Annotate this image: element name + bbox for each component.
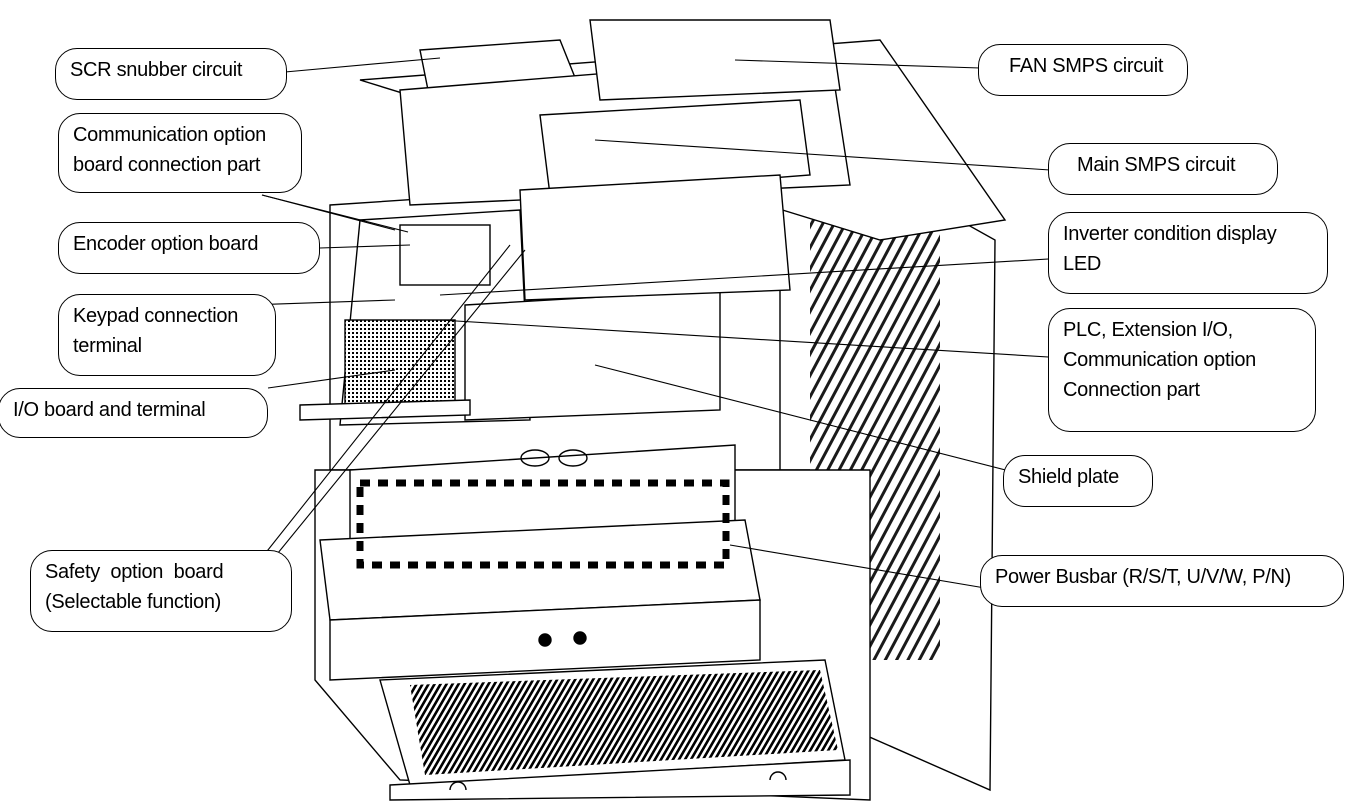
callout-comm-option-board-line-1: Communication option bbox=[73, 124, 266, 146]
callout-shield-plate: Shield plate bbox=[1003, 455, 1153, 507]
busbar-highlight bbox=[356, 479, 730, 569]
callout-plc-extension: PLC, Extension I/O, Communication option… bbox=[1048, 308, 1316, 432]
mid-plate bbox=[519, 174, 791, 301]
callout-main-smps-line-1: Main SMPS circuit bbox=[1077, 154, 1236, 176]
callout-plc-extension-line-3: Connection part bbox=[1063, 379, 1200, 401]
callout-io-board-line-1: I/O board and terminal bbox=[13, 399, 206, 421]
bottom-vent-grille bbox=[410, 670, 838, 775]
callout-scr-snubber-line-1: SCR snubber circuit bbox=[70, 59, 243, 81]
callout-inverter-led-line-2: LED bbox=[1063, 253, 1102, 275]
callout-shield-plate-line-1: Shield plate bbox=[1018, 466, 1119, 488]
mounting-foot bbox=[389, 759, 851, 801]
callout-fan-smps: FAN SMPS circuit bbox=[978, 44, 1188, 96]
callout-scr-snubber: SCR snubber circuit bbox=[55, 48, 287, 100]
callout-safety-option-line-1: Safety option board bbox=[45, 561, 224, 583]
callout-encoder-option: Encoder option board bbox=[58, 222, 320, 274]
callout-comm-option-board-line-2: board connection part bbox=[73, 154, 261, 176]
callout-safety-option-line-2: (Selectable function) bbox=[45, 591, 222, 613]
callout-encoder-option-line-1: Encoder option board bbox=[73, 233, 259, 255]
callout-inverter-led: Inverter condition display LED bbox=[1048, 212, 1328, 294]
fan-smps-board bbox=[589, 19, 841, 101]
bracket-rail bbox=[299, 399, 471, 421]
inverter-chassis bbox=[299, 19, 1007, 801]
callout-fan-smps-line-1: FAN SMPS circuit bbox=[1009, 55, 1164, 77]
callout-power-busbar: Power Busbar (R/S/T, U/V/W, P/N) bbox=[980, 555, 1344, 607]
io-terminal-block bbox=[344, 319, 456, 411]
callout-io-board: I/O board and terminal bbox=[0, 388, 268, 438]
callout-power-busbar-line-1: Power Busbar (R/S/T, U/V/W, P/N) bbox=[995, 566, 1292, 588]
callout-keypad-terminal-line-2: terminal bbox=[73, 335, 142, 357]
callout-plc-extension-line-1: PLC, Extension I/O, bbox=[1063, 319, 1233, 341]
callout-main-smps: Main SMPS circuit bbox=[1048, 143, 1278, 195]
callout-keypad-terminal: Keypad connection terminal bbox=[58, 294, 276, 376]
callout-comm-option-board: Communication option board connection pa… bbox=[58, 113, 302, 193]
callout-safety-option: Safety option board (Selectable function… bbox=[30, 550, 292, 632]
shield-plate bbox=[464, 289, 721, 421]
callout-plc-extension-line-2: Communication option bbox=[1063, 349, 1256, 371]
callout-inverter-led-line-1: Inverter condition display bbox=[1063, 223, 1277, 245]
leader-lines bbox=[247, 57, 1066, 589]
encoder-option-board bbox=[399, 224, 491, 286]
main-smps-board bbox=[539, 99, 811, 196]
callout-keypad-terminal-line-1: Keypad connection bbox=[73, 305, 239, 327]
